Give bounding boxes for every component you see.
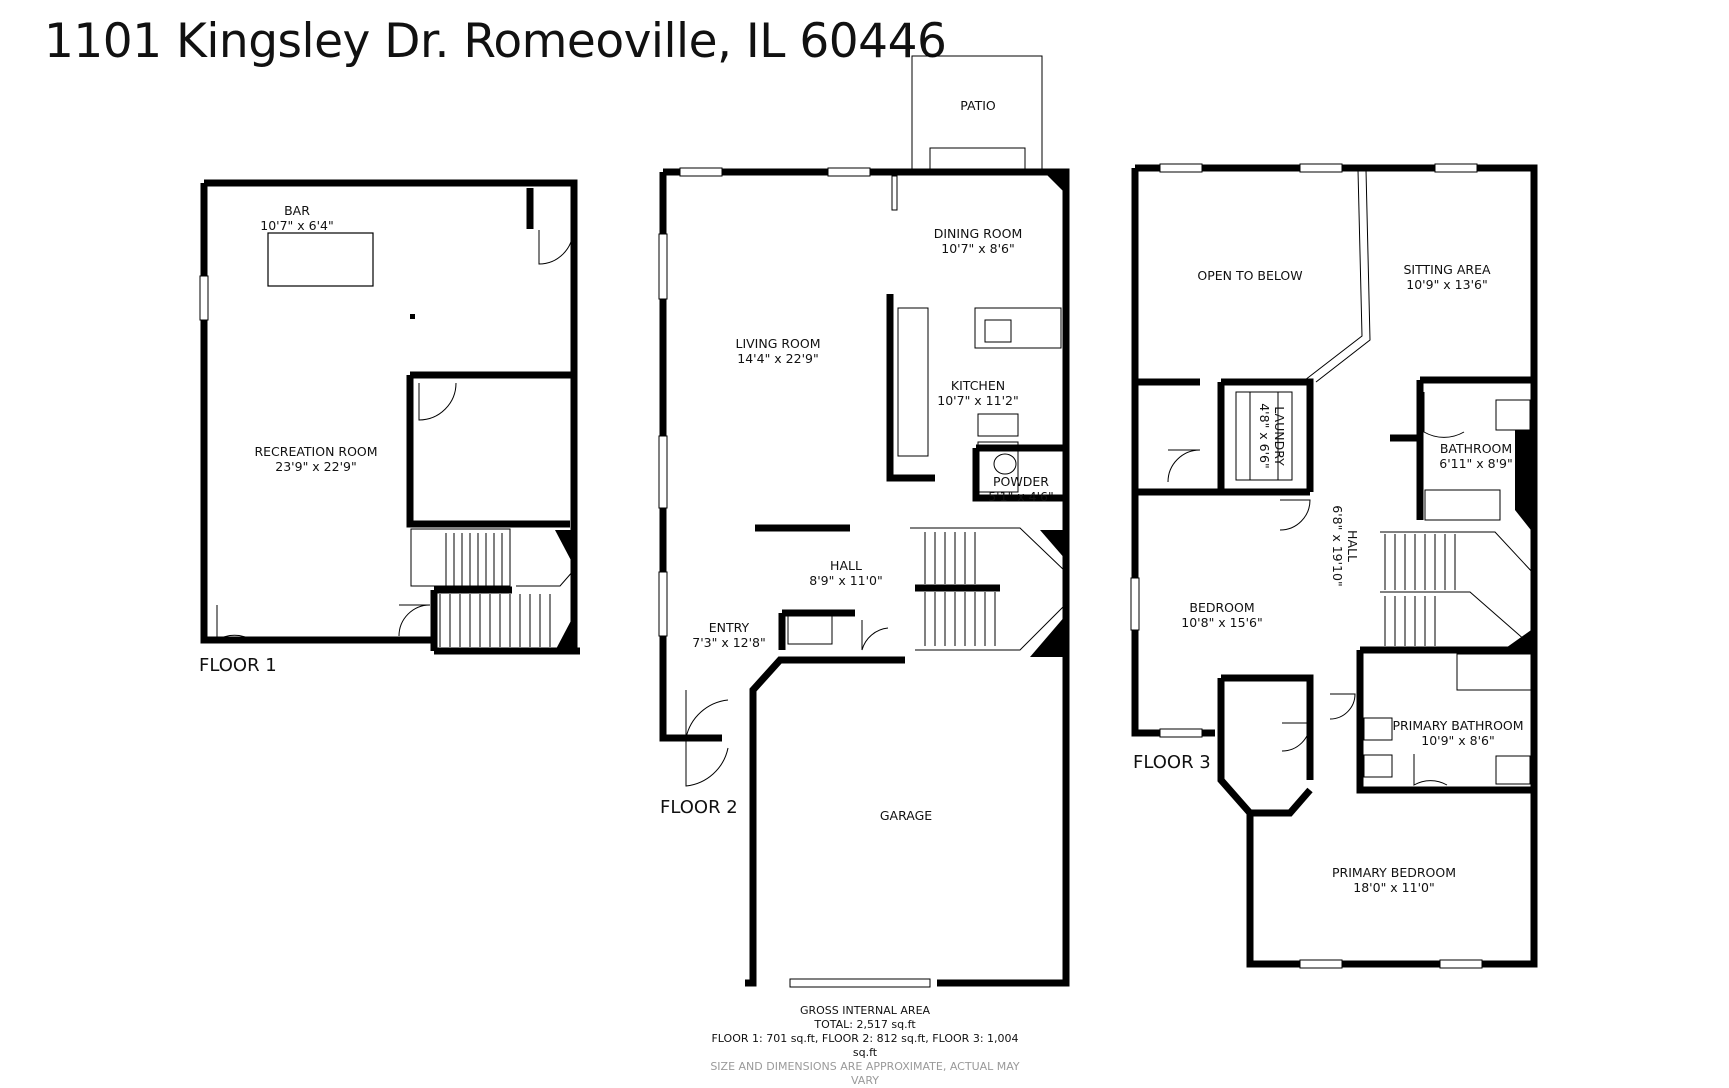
floor-3-label: FLOOR 3 — [1133, 752, 1211, 773]
area-total: TOTAL: 2,517 sq.ft — [814, 1018, 916, 1031]
room-name: BAR — [284, 203, 310, 218]
room-name: HALL — [830, 558, 862, 573]
room-name: BEDROOM — [1189, 600, 1255, 615]
room-patio: PATIO — [960, 98, 995, 113]
room-open-to-below: OPEN TO BELOW — [1197, 268, 1302, 283]
room-recreation: RECREATION ROOM 23'9" x 22'9" — [254, 444, 377, 474]
floor-1-plan — [199, 179, 580, 655]
room-dimensions: 5'1" x 4'6" — [988, 489, 1054, 504]
room-name: BATHROOM — [1439, 441, 1513, 456]
floor-2-plan — [658, 55, 1070, 988]
room-entry: ENTRY 7'3" x 12'8" — [692, 620, 765, 650]
room-dimensions: 6'8" x 19'10" — [1330, 505, 1345, 587]
room-dimensions: 10'9" x 8'6" — [1421, 733, 1495, 748]
room-name: OPEN TO BELOW — [1197, 268, 1303, 283]
room-dimensions: 10'7" x 11'2" — [937, 393, 1019, 408]
room-hall-floor-2: HALL 8'9" x 11'0" — [809, 558, 882, 588]
floor-3-plan — [1130, 163, 1538, 969]
room-name: PATIO — [960, 98, 996, 113]
room-primary-bedroom: PRIMARY BEDROOM 18'0" x 11'0" — [1332, 865, 1456, 895]
room-garage: GARAGE — [880, 808, 932, 823]
area-summary: GROSS INTERNAL AREA TOTAL: 2,517 sq.ft F… — [700, 1004, 1030, 1088]
area-floors: FLOOR 1: 701 sq.ft, FLOOR 2: 812 sq.ft, … — [711, 1032, 1019, 1059]
room-dimensions: 18'0" x 11'0" — [1353, 880, 1435, 895]
room-kitchen: KITCHEN 10'7" x 11'2" — [937, 378, 1018, 408]
room-primary-bathroom: PRIMARY BATHROOM 10'9" x 8'6" — [1392, 718, 1523, 748]
room-bathroom: BATHROOM 6'11" x 8'9" — [1439, 441, 1512, 471]
room-name: POWDER — [993, 474, 1049, 489]
room-dimensions: 10'9" x 13'6" — [1406, 277, 1488, 292]
room-name: DINING ROOM — [933, 226, 1023, 241]
room-dimensions: 14'4" x 22'9" — [737, 351, 819, 366]
page-title: 1101 Kingsley Dr. Romeoville, IL 60446 — [44, 14, 947, 69]
room-dimensions: 7'3" x 12'8" — [692, 635, 766, 650]
room-dimensions: 10'8" x 15'6" — [1181, 615, 1263, 630]
room-name: SITTING AREA — [1403, 262, 1491, 277]
room-dimensions: 10'7" x 6'4" — [260, 218, 334, 233]
room-name: HALL — [1345, 530, 1360, 562]
room-name: GARAGE — [879, 808, 933, 823]
room-name: LIVING ROOM — [735, 336, 821, 351]
room-powder: POWDER 5'1" x 4'6" — [988, 474, 1054, 504]
area-disclaimer: SIZE AND DIMENSIONS ARE APPROXIMATE, ACT… — [710, 1060, 1020, 1087]
room-bar: BAR 10'7" x 6'4" — [260, 203, 333, 233]
room-name: RECREATION ROOM — [254, 444, 378, 459]
room-name: PRIMARY BATHROOM — [1392, 718, 1524, 733]
floor-1-label: FLOOR 1 — [199, 655, 277, 676]
room-name: LAUNDRY — [1272, 406, 1287, 466]
room-dimensions: 10'7" x 8'6" — [941, 241, 1015, 256]
room-bedroom: BEDROOM 10'8" x 15'6" — [1181, 600, 1262, 630]
room-living: LIVING ROOM 14'4" x 22'9" — [735, 336, 820, 366]
room-dimensions: 8'9" x 11'0" — [809, 573, 883, 588]
room-dining: DINING ROOM 10'7" x 8'6" — [934, 226, 1023, 256]
room-name: PRIMARY BEDROOM — [1332, 865, 1456, 880]
room-laundry: LAUNDRY 4'8" x 6'6" — [1257, 403, 1287, 469]
room-name: ENTRY — [708, 620, 750, 635]
room-sitting-area: SITTING AREA 10'9" x 13'6" — [1403, 262, 1490, 292]
floor-2-label: FLOOR 2 — [660, 797, 738, 818]
room-dimensions: 6'11" x 8'9" — [1439, 456, 1513, 471]
room-name: KITCHEN — [950, 378, 1006, 393]
area-heading: GROSS INTERNAL AREA — [799, 1004, 931, 1017]
room-dimensions: 4'8" x 6'6" — [1257, 403, 1272, 469]
room-hall-floor-3: HALL 6'8" x 19'10" — [1330, 505, 1360, 586]
room-dimensions: 23'9" x 22'9" — [275, 459, 357, 474]
